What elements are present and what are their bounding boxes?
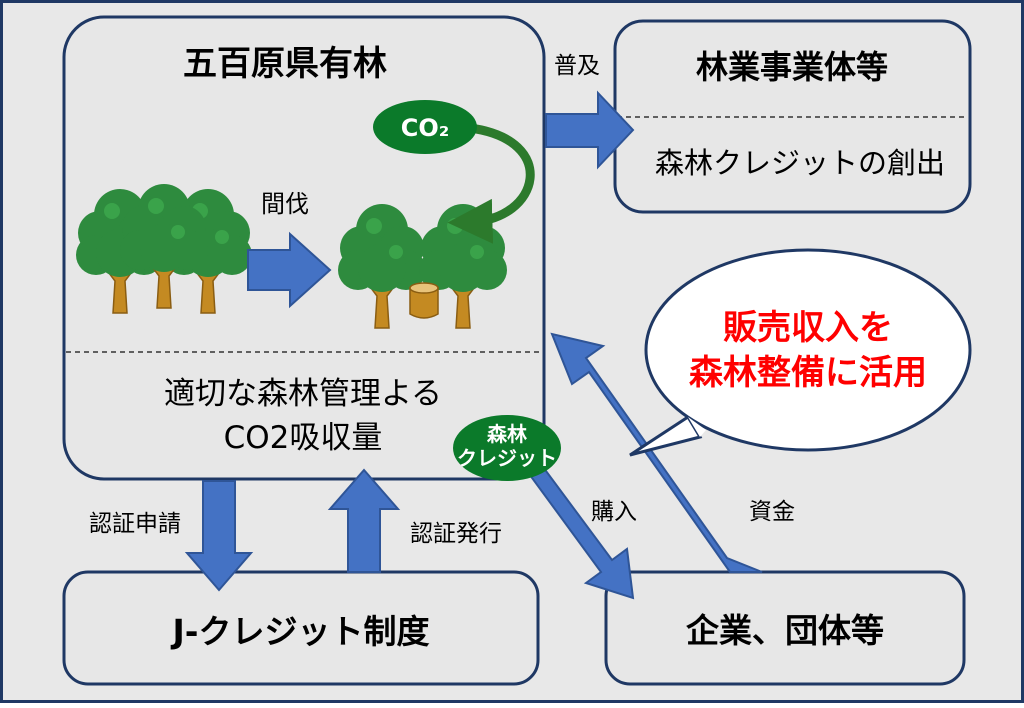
co2-badge bbox=[373, 100, 477, 154]
funds-label: 資金 bbox=[749, 499, 795, 525]
credit-badge-line-1: 森林 bbox=[487, 422, 527, 446]
forestry-box-subtitle: 森林クレジットの創出 bbox=[655, 146, 945, 180]
callout-tail-join bbox=[688, 417, 706, 437]
apply-arrow bbox=[184, 480, 254, 592]
jcredit-box: J-クレジット制度 bbox=[62, 570, 540, 686]
jcredit-box-frame bbox=[62, 570, 540, 686]
callout-line-1: 販売収入を bbox=[723, 308, 893, 348]
issue-label: 認証発行 bbox=[410, 521, 502, 547]
company-box: 企業、団体等 bbox=[604, 570, 966, 686]
thinning-label: 間伐 bbox=[261, 190, 309, 218]
issue-arrow bbox=[327, 468, 401, 573]
callout-bubble: 販売収入を 森林整備に活用 bbox=[629, 248, 972, 457]
credit-badge bbox=[453, 415, 561, 481]
apply-label: 認証申請 bbox=[89, 511, 181, 537]
forest-box: 五百原県有林 適切な森林管理よる CO2吸収量 間伐 CO₂ bbox=[62, 15, 546, 481]
purchase-arrow bbox=[495, 442, 635, 600]
jcredit-box-title: J-クレジット制度 bbox=[171, 612, 430, 651]
purchase-label: 購入 bbox=[591, 499, 637, 525]
company-box-frame bbox=[604, 570, 966, 686]
forestry-box: 林業事業体等 森林クレジットの創出 bbox=[613, 19, 972, 214]
thinning-arrow bbox=[247, 231, 332, 309]
absorption-line-2: CO2吸収量 bbox=[224, 420, 383, 456]
forest-box-title: 五百原県有林 bbox=[183, 44, 387, 84]
spread-label: 普及 bbox=[554, 53, 600, 79]
co2-absorb-arrow bbox=[447, 123, 535, 244]
company-box-title: 企業、団体等 bbox=[686, 611, 884, 650]
stump-icon bbox=[409, 282, 439, 319]
funds-arrow bbox=[550, 332, 763, 573]
callout-line-2: 森林整備に活用 bbox=[689, 353, 927, 393]
credit-badge-line-2: クレジット bbox=[457, 446, 557, 470]
absorption-line-1: 適切な森林管理よる bbox=[164, 376, 442, 412]
spread-arrow bbox=[545, 90, 635, 170]
co2-badge-label: CO₂ bbox=[401, 114, 450, 142]
forestry-box-title: 林業事業体等 bbox=[696, 48, 888, 86]
callout-body bbox=[644, 248, 972, 452]
